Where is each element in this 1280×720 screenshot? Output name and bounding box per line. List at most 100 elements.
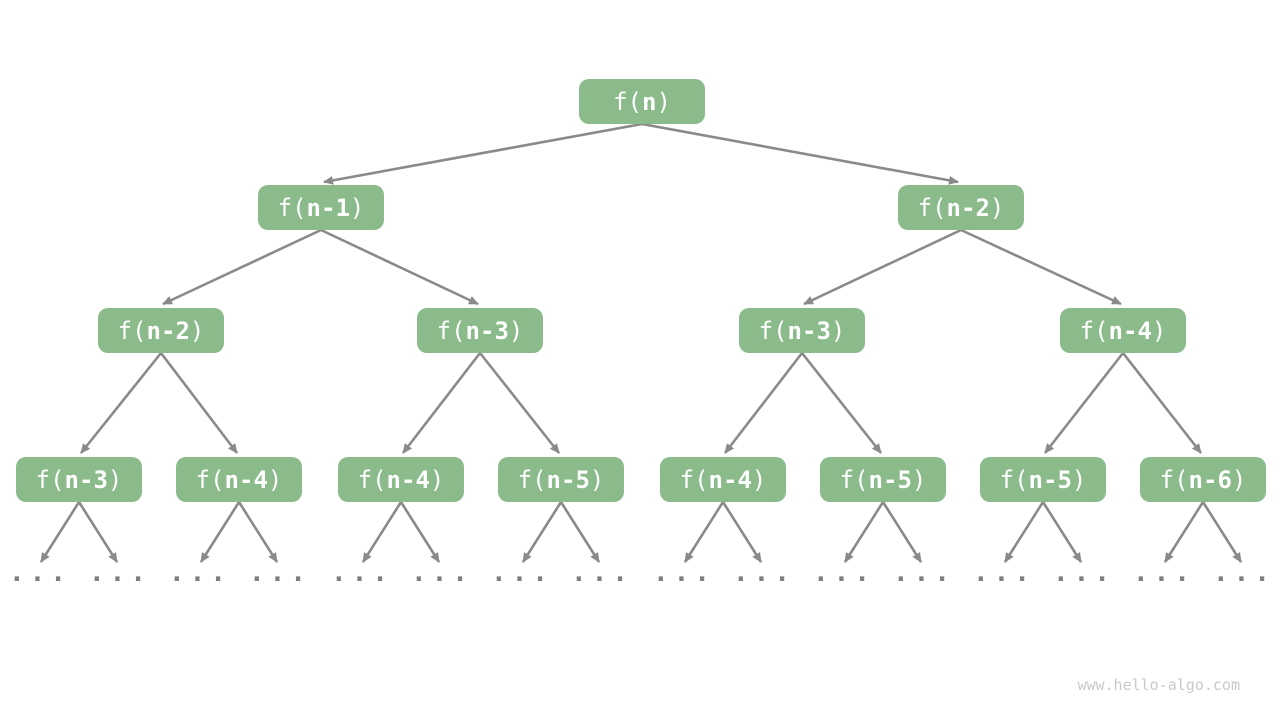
edge (399, 501, 441, 563)
edge (881, 501, 923, 563)
node-label-arg: n-4 (708, 465, 752, 494)
edge (723, 352, 804, 454)
node-label-arg: n-4 (1108, 316, 1152, 345)
node-label-suffix: ) (989, 193, 1005, 222)
edge (1003, 501, 1045, 563)
ellipsis: ... (893, 558, 955, 588)
ellipsis: ... (1133, 558, 1195, 588)
node-label-suffix: ) (751, 465, 767, 494)
tree-node: f(n-4) (1060, 308, 1186, 353)
edge (323, 122, 643, 185)
tree-node: f(n-5) (980, 457, 1106, 502)
ellipsis: ... (653, 558, 715, 588)
edge (1043, 352, 1125, 454)
edge (401, 352, 482, 454)
node-label-arg: n-3 (465, 316, 509, 345)
node-label-prefix: f( (195, 465, 225, 494)
ellipsis: ... (169, 558, 231, 588)
node-label-arg: n-5 (1028, 465, 1072, 494)
node-label-prefix: f( (999, 465, 1029, 494)
edge (683, 501, 725, 563)
node-label-suffix: ) (508, 316, 524, 345)
edge (162, 228, 322, 306)
node-label-arg: n-5 (546, 465, 590, 494)
ellipsis: ... (9, 558, 71, 588)
node-label-suffix: ) (429, 465, 445, 494)
edge (1163, 501, 1205, 563)
edge (803, 228, 962, 306)
tree-node: f(n-1) (258, 185, 384, 230)
tree-node: f(n-3) (16, 457, 142, 502)
ellipsis: ... (411, 558, 473, 588)
edge (199, 501, 241, 563)
node-label-prefix: f( (1079, 316, 1109, 345)
node-label-arg: n-5 (868, 465, 912, 494)
node-label-prefix: f( (613, 87, 642, 116)
node-label-prefix: f( (679, 465, 709, 494)
node-label-suffix: ) (911, 465, 927, 494)
edge (361, 501, 403, 563)
node-label-prefix: f( (917, 193, 947, 222)
edge (1041, 501, 1083, 563)
edge (960, 228, 1122, 306)
node-label-prefix: f( (517, 465, 547, 494)
tree-node: f(n) (579, 79, 705, 124)
ellipsis: ... (813, 558, 875, 588)
node-label-prefix: f( (758, 316, 788, 345)
node-label-suffix: ) (589, 465, 605, 494)
node-label-suffix: ) (189, 316, 205, 345)
edge (641, 122, 959, 185)
node-label-suffix: ) (1071, 465, 1087, 494)
node-label-suffix: ) (349, 193, 365, 222)
edge (237, 501, 279, 563)
tree-node: f(n-3) (739, 308, 865, 353)
edge (721, 501, 763, 563)
ellipsis: ... (491, 558, 553, 588)
ellipsis: ... (249, 558, 311, 588)
node-label-suffix: ) (1231, 465, 1247, 494)
tree-node: f(n-2) (98, 308, 224, 353)
node-label-prefix: f( (277, 193, 307, 222)
tree-node: f(n-4) (176, 457, 302, 502)
node-label-arg: n-3 (787, 316, 831, 345)
edge (521, 501, 563, 563)
node-label-arg: n-2 (946, 193, 990, 222)
node-label-suffix: ) (830, 316, 846, 345)
edge (800, 352, 883, 454)
node-label-prefix: f( (357, 465, 387, 494)
edge (1121, 352, 1203, 454)
edge (843, 501, 885, 563)
edge (559, 501, 601, 563)
ellipsis: ... (1213, 558, 1275, 588)
ellipsis: ... (1053, 558, 1115, 588)
ellipsis: ... (973, 558, 1035, 588)
ellipsis: ... (89, 558, 151, 588)
tree-node: f(n-5) (498, 457, 624, 502)
edge (1201, 501, 1243, 563)
edge (79, 352, 163, 454)
node-label-arg: n-6 (1188, 465, 1232, 494)
node-label-arg: n-4 (224, 465, 268, 494)
node-label-prefix: f( (436, 316, 466, 345)
node-label-arg: n-4 (386, 465, 430, 494)
node-label-suffix: ) (1151, 316, 1167, 345)
node-label-suffix: ) (656, 87, 671, 116)
edge (320, 228, 479, 306)
node-label-arg: n-1 (306, 193, 350, 222)
tree-node: f(n-6) (1140, 457, 1266, 502)
tree-node: f(n-4) (660, 457, 786, 502)
node-label-prefix: f( (117, 316, 147, 345)
node-label-arg: n-2 (146, 316, 190, 345)
node-label-suffix: ) (267, 465, 283, 494)
tree-node: f(n-4) (338, 457, 464, 502)
watermark-url: www.hello-algo.com (1077, 676, 1240, 694)
node-label-prefix: f( (839, 465, 869, 494)
node-label-arg: n-3 (64, 465, 108, 494)
node-label-prefix: f( (35, 465, 65, 494)
node-label-prefix: f( (1159, 465, 1189, 494)
edge (39, 501, 81, 563)
edge (478, 352, 561, 454)
tree-node: f(n-5) (820, 457, 946, 502)
node-label-suffix: ) (107, 465, 123, 494)
